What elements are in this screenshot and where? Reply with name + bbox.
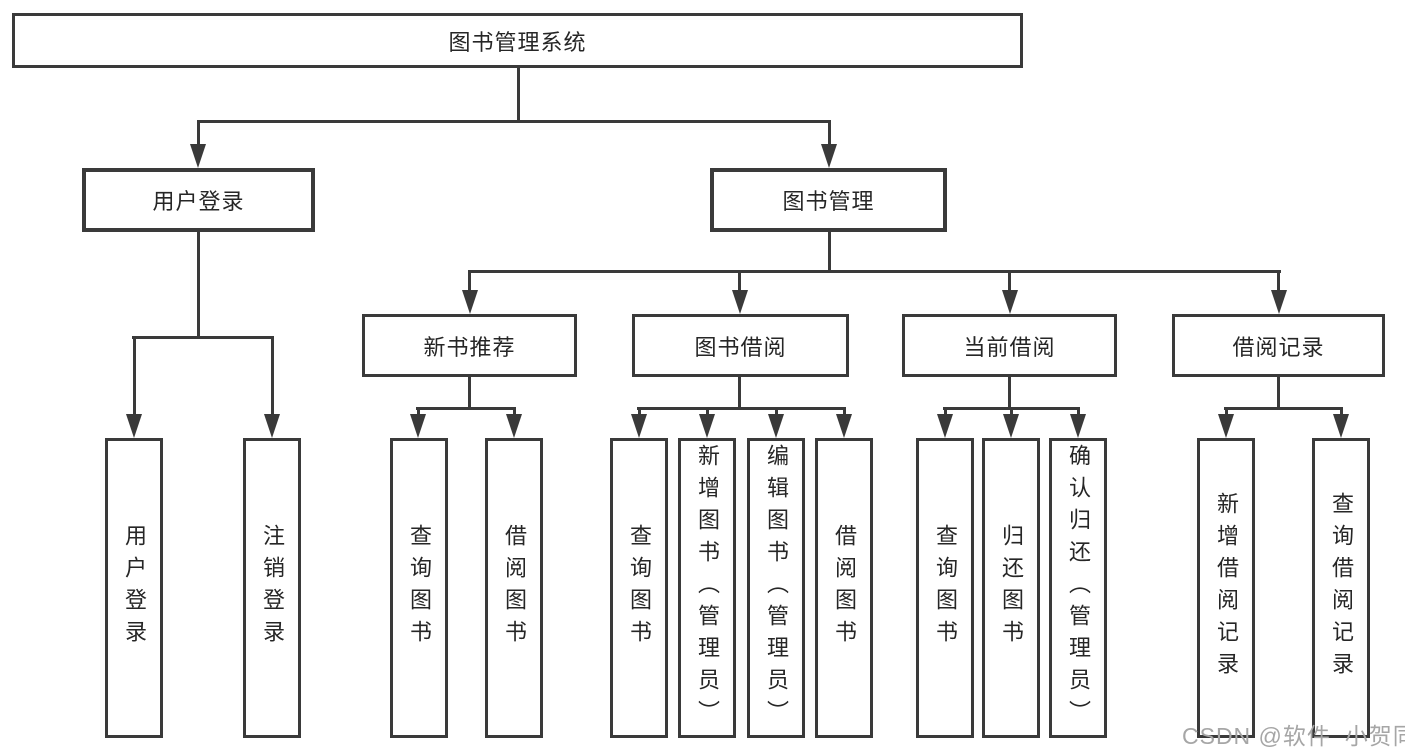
leaf-current-return-books: 归还图书	[982, 438, 1040, 738]
connector-book-borrow-stem	[738, 375, 741, 410]
connector-drop-bb-edit	[775, 407, 778, 416]
arrow-bb-borrow	[836, 414, 852, 438]
leaf-logout-label: 注销登录	[260, 524, 285, 652]
leaf-borrow-borrow-books-label: 借阅图书	[832, 524, 857, 652]
connector-drop-nb-query	[417, 407, 420, 416]
connector-drop-book-management	[828, 120, 831, 146]
node-borrowing-records: 借阅记录	[1172, 314, 1385, 377]
leaf-records-add-record: 新增借阅记录	[1197, 438, 1255, 738]
arrow-new-book	[462, 290, 478, 314]
connector-user-login-stem	[197, 232, 200, 339]
arrow-rec-add	[1218, 414, 1234, 438]
connector-records-branch	[1224, 407, 1343, 410]
node-book-management-label: 图书管理	[782, 189, 875, 214]
leaf-current-return-books-label: 归还图书	[999, 524, 1024, 652]
arrow-nb-borrow	[506, 414, 522, 438]
connector-drop-borrow-records	[1277, 270, 1280, 292]
leaf-borrow-add-books-admin: 新增图书（管理员）	[678, 438, 736, 738]
connector-current-stem	[1008, 375, 1011, 410]
node-new-book-recommend: 新书推荐	[362, 314, 577, 377]
leaf-records-add-record-label: 新增借阅记录	[1214, 492, 1239, 684]
node-book-borrowing: 图书借阅	[632, 314, 849, 377]
connector-root-branch	[197, 120, 831, 123]
leaf-records-query-record-label: 查询借阅记录	[1329, 492, 1354, 684]
leaf-current-confirm-return-admin-label: 确认归还（管理员）	[1066, 444, 1091, 732]
arrow-bb-edit	[768, 414, 784, 438]
connector-drop-cb-query	[944, 407, 947, 416]
leaf-newbook-query-books-label: 查询图书	[407, 524, 432, 652]
arrow-borrow-records	[1271, 290, 1287, 314]
connector-drop-rec-query	[1340, 407, 1343, 416]
arrow-rec-query	[1333, 414, 1349, 438]
arrow-cb-return	[1003, 414, 1019, 438]
leaf-user-login: 用户登录	[105, 438, 163, 738]
watermark-csdn: CSDN @软件_小贺同学	[1182, 723, 1405, 747]
arrow-leaf-logout	[264, 414, 280, 438]
leaf-borrow-query-books: 查询图书	[610, 438, 668, 738]
connector-new-book-branch	[416, 407, 516, 410]
connector-drop-current-borrow	[1008, 270, 1011, 292]
arrow-book-borrow	[732, 290, 748, 314]
leaf-current-query-books: 查询图书	[916, 438, 974, 738]
leaf-user-login-label: 用户登录	[122, 524, 147, 652]
leaf-borrow-add-books-admin-label: 新增图书（管理员）	[695, 444, 720, 732]
connector-drop-cb-confirm	[1077, 407, 1080, 416]
arrow-user-login	[190, 144, 206, 168]
arrow-cb-confirm	[1070, 414, 1086, 438]
node-new-book-recommend-label: 新书推荐	[423, 334, 516, 360]
node-user-login: 用户登录	[82, 168, 315, 232]
connector-root-stem	[517, 68, 520, 122]
connector-new-book-stem	[468, 375, 471, 410]
connector-drop-bb-query	[638, 407, 641, 416]
connector-book-borrow-branch	[637, 407, 846, 410]
leaf-newbook-borrow-books-label: 借阅图书	[502, 524, 527, 652]
connector-user-login-branch	[132, 336, 274, 339]
node-library-management-system: 图书管理系统	[12, 13, 1023, 68]
leaf-borrow-query-books-label: 查询图书	[627, 524, 652, 652]
connector-drop-cb-return	[1010, 407, 1013, 416]
connector-drop-user-login	[197, 120, 200, 146]
leaf-records-query-record: 查询借阅记录	[1312, 438, 1370, 738]
connector-drop-leaf-logout	[271, 336, 274, 416]
node-book-borrowing-label: 图书借阅	[694, 334, 787, 360]
leaf-borrow-borrow-books: 借阅图书	[815, 438, 873, 738]
arrow-current-borrow	[1002, 290, 1018, 314]
arrow-leaf-login	[126, 414, 142, 438]
node-book-management: 图书管理	[710, 168, 947, 232]
node-borrowing-records-label: 借阅记录	[1232, 334, 1325, 360]
leaf-borrow-edit-books-admin: 编辑图书（管理员）	[747, 438, 805, 738]
connector-records-stem	[1277, 375, 1280, 410]
leaf-current-query-books-label: 查询图书	[933, 524, 958, 652]
connector-book-management-stem	[828, 232, 831, 273]
arrow-book-management	[821, 144, 837, 168]
connector-drop-leaf-login	[133, 336, 136, 416]
connector-book-management-branch	[468, 270, 1281, 273]
connector-drop-book-borrow	[738, 270, 741, 292]
arrow-bb-query	[631, 414, 647, 438]
connector-drop-bb-add	[706, 407, 709, 416]
arrow-nb-query	[410, 414, 426, 438]
leaf-newbook-query-books: 查询图书	[390, 438, 448, 738]
node-user-login-label: 用户登录	[152, 189, 245, 214]
leaf-current-confirm-return-admin: 确认归还（管理员）	[1049, 438, 1107, 738]
connector-drop-bb-borrow	[843, 407, 846, 416]
connector-drop-rec-add	[1225, 407, 1228, 416]
connector-drop-nb-borrow	[513, 407, 516, 416]
node-current-borrowing: 当前借阅	[902, 314, 1117, 377]
leaf-newbook-borrow-books: 借阅图书	[485, 438, 543, 738]
node-library-management-system-label: 图书管理系统	[448, 29, 587, 55]
arrow-cb-query	[937, 414, 953, 438]
connector-drop-new-book	[468, 270, 471, 292]
leaf-logout: 注销登录	[243, 438, 301, 738]
arrow-bb-add	[699, 414, 715, 438]
leaf-borrow-edit-books-admin-label: 编辑图书（管理员）	[764, 444, 789, 732]
node-current-borrowing-label: 当前借阅	[963, 334, 1056, 360]
